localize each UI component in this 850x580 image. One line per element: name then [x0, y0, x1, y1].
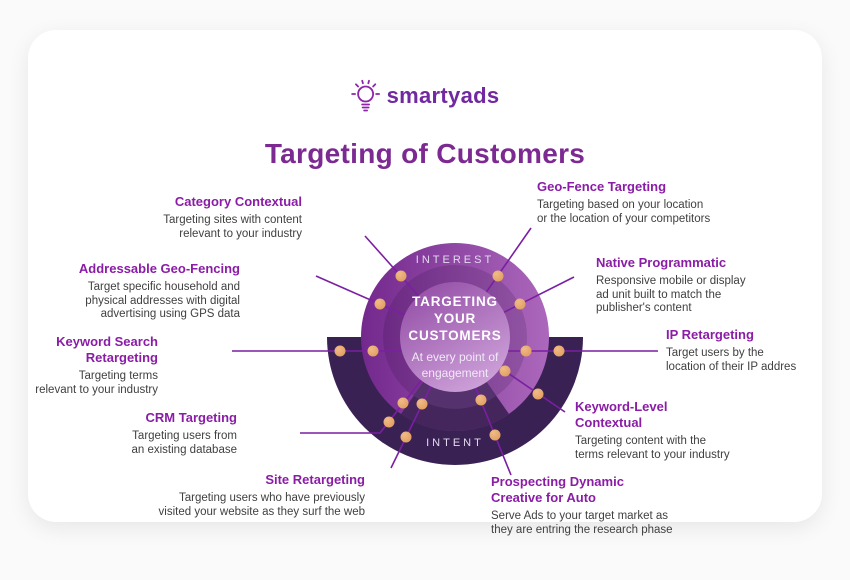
node-dot: [475, 394, 487, 406]
lightbulb-icon: [351, 79, 381, 112]
item-desc: Target specific household and physical a…: [85, 281, 240, 320]
node-dot: [492, 270, 504, 282]
item-title: Keyword Search Retargeting: [56, 334, 158, 365]
item-keyword-search-retargeting: Keyword Search Retargeting Targeting ter…: [35, 334, 158, 397]
node-dot: [553, 345, 565, 357]
item-crm-targeting: CRM Targeting Targeting users from an ex…: [132, 410, 238, 457]
node-dot: [334, 345, 346, 357]
node-dot: [400, 431, 412, 443]
item-title: Native Programmatic: [596, 255, 727, 270]
item-desc: Targeting content with the terms relevan…: [575, 435, 730, 461]
item-title: CRM Targeting: [145, 410, 237, 425]
logo-text: smartyads: [386, 83, 500, 108]
item-title: Prospecting Dynamic Creative for Auto: [491, 474, 624, 505]
item-native-programmatic: Native Programmatic Responsive mobile or…: [596, 255, 746, 316]
item-desc: Serve Ads to your target market as they …: [491, 510, 673, 536]
item-desc: Targeting based on your location or the …: [537, 199, 711, 225]
node-dot: [499, 365, 511, 377]
item-category-contextual: Category Contextual Targeting sites with…: [163, 194, 302, 241]
item-addressable-geo-fencing: Addressable Geo-Fencing Target specific …: [79, 261, 240, 322]
item-prospecting-dynamic-creative: Prospecting Dynamic Creative for Auto Se…: [491, 474, 673, 537]
item-desc: Targeting users from an existing databas…: [131, 430, 238, 456]
node-dot: [395, 270, 407, 282]
item-title: Keyword-Level Contextual: [575, 399, 668, 430]
center-text: TARGETING YOUR CUSTOMERS At every point …: [365, 293, 545, 381]
item-ip-retargeting: IP Retargeting Target users by the locat…: [666, 327, 796, 374]
node-dot: [416, 398, 428, 410]
smartyads-logo: smartyads: [351, 78, 500, 114]
item-title: Geo-Fence Targeting: [537, 179, 667, 194]
item-desc: Responsive mobile or display ad unit bui…: [596, 275, 746, 314]
node-dot: [367, 345, 379, 357]
node-dot: [514, 298, 526, 310]
item-desc: Targeting users who have previously visi…: [158, 492, 365, 518]
content-card: smartyads Targeting of Customers: [28, 30, 822, 536]
page-title: Targeting of Customers: [264, 138, 586, 169]
item-site-retargeting: Site Retargeting Targeting users who hav…: [159, 472, 365, 519]
item-desc: Targeting terms relevant to your industr…: [35, 370, 158, 396]
item-desc: Target users by the location of their IP…: [666, 347, 797, 373]
center-heading: TARGETING YOUR CUSTOMERS: [408, 294, 502, 343]
item-title: Site Retargeting: [265, 472, 365, 487]
item-title: IP Retargeting: [666, 327, 754, 342]
item-desc: Targeting sites with content relevant to…: [163, 214, 302, 240]
targeting-diagram: [232, 227, 658, 476]
node-dot: [489, 429, 501, 441]
item-geo-fence-targeting: Geo-Fence Targeting Targeting based on y…: [537, 179, 710, 226]
item-title: Category Contextual: [174, 194, 302, 209]
node-dots: [334, 270, 565, 443]
node-dot: [532, 388, 544, 400]
node-dot: [397, 397, 409, 409]
interest-ring-label: INTEREST: [415, 254, 495, 266]
center-subheading: At every point of engagement: [411, 350, 499, 380]
targeting-infographic: smartyads Targeting of Customers: [28, 30, 822, 536]
node-dot: [374, 298, 386, 310]
node-dot: [383, 416, 395, 428]
item-keyword-level-contextual: Keyword-Level Contextual Targeting conte…: [575, 399, 730, 462]
center-circle: [400, 282, 510, 392]
node-dot: [520, 345, 532, 357]
item-title: Addressable Geo-Fencing: [78, 261, 240, 276]
intent-ring-label: INTENT: [426, 437, 484, 449]
